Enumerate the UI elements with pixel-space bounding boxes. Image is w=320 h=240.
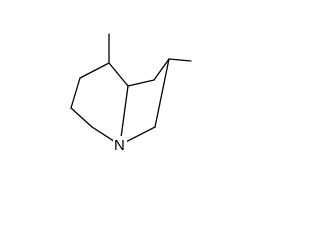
- bond-c5-n4: [91, 126, 114, 142]
- bond-c1-c2: [153, 58, 170, 81]
- nitrogen-label-background: [113, 136, 127, 153]
- bond-c8a-c1: [127, 79, 155, 87]
- nitrogen-atom-label: N: [114, 137, 125, 153]
- bond-c3-n4: [126, 126, 156, 142]
- bond-n4-c8a: [120, 85, 129, 138]
- atom-label-layer: N: [113, 136, 127, 153]
- bond-c7-c6: [70, 77, 81, 109]
- bond-layer: [70, 33, 192, 142]
- bond-c2-c3: [154, 58, 170, 128]
- bond-c8-c8a: [108, 62, 129, 87]
- bond-c6-c5: [70, 107, 93, 128]
- bond-c2-c_methyl_right: [168, 58, 192, 62]
- chemical-structure-diagram: N: [70, 33, 192, 153]
- bond-c8-c7: [79, 62, 110, 79]
